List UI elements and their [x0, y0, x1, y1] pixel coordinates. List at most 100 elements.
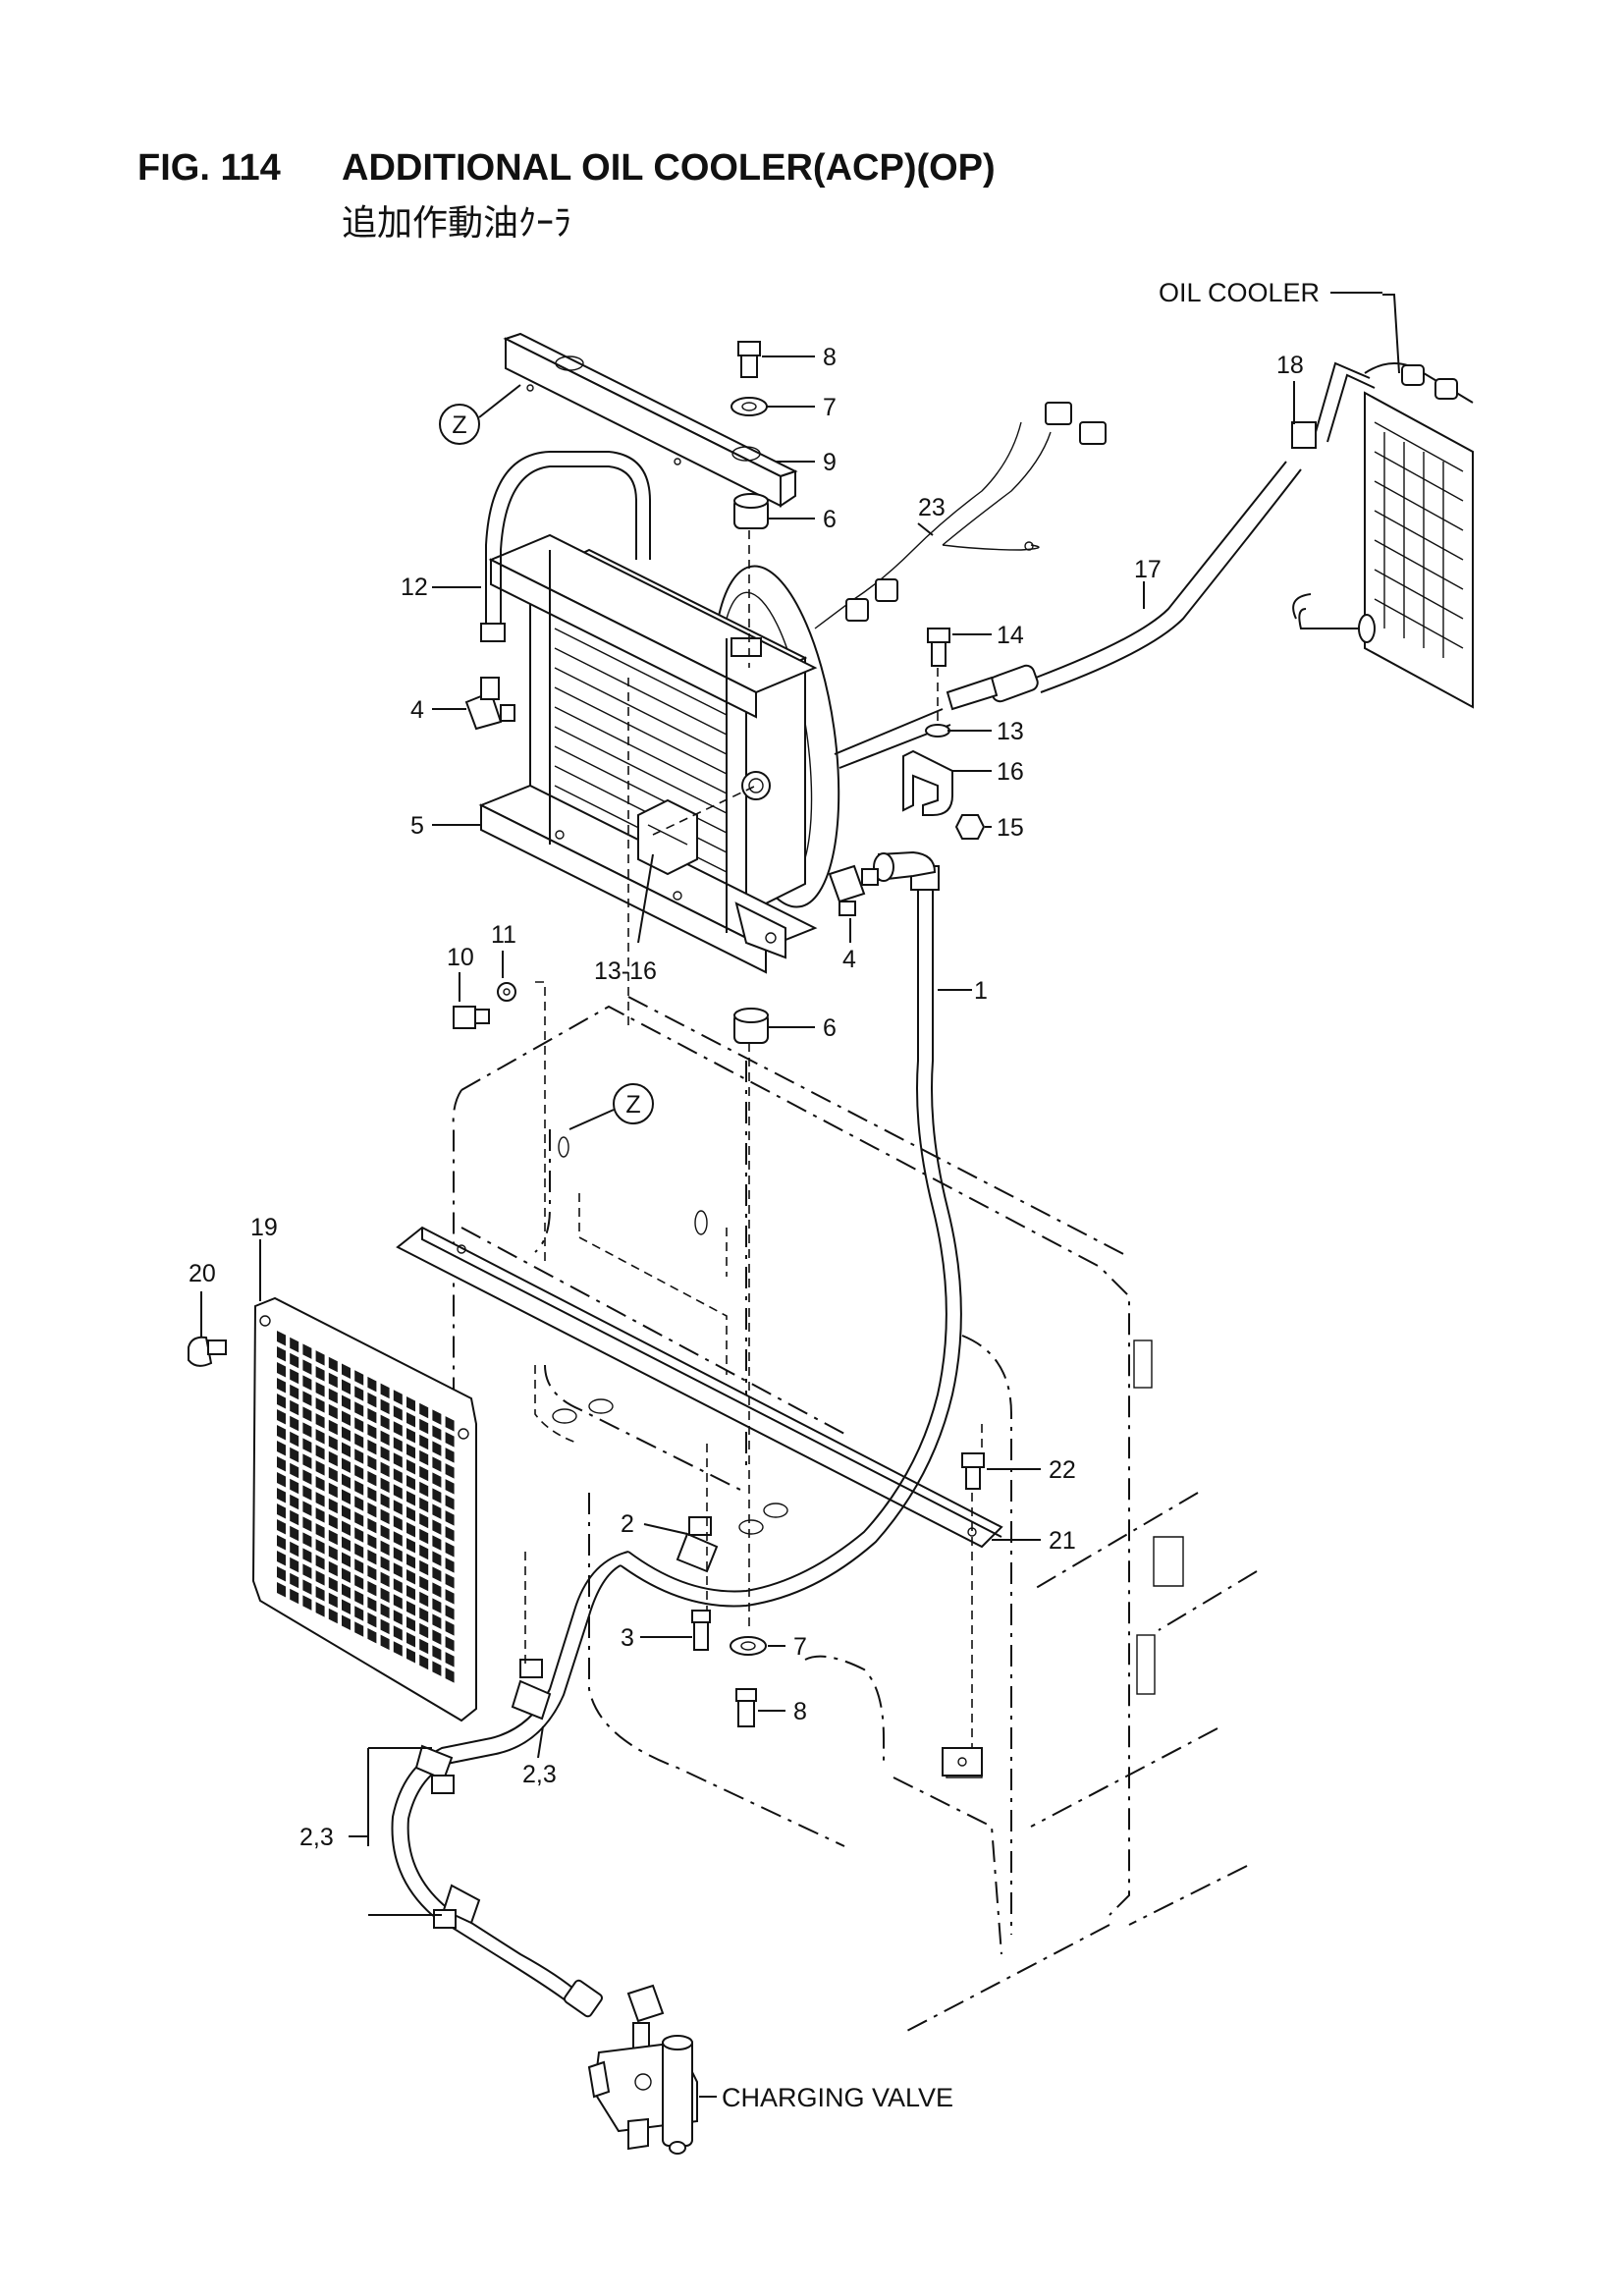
grille-cell: [354, 1496, 364, 1511]
grille-cell: [328, 1513, 338, 1530]
callout-17: 17: [1134, 556, 1162, 583]
callout-19: 19: [250, 1214, 278, 1241]
grille-cell: [406, 1632, 415, 1648]
grille-cell: [290, 1494, 299, 1510]
grille-cell: [354, 1386, 364, 1401]
grille-cell: [393, 1578, 403, 1594]
grille-cell: [354, 1511, 364, 1527]
callout-6-bottom: 6: [823, 1014, 837, 1042]
grille-cell: [315, 1492, 325, 1507]
oil-cooler-annotation: OIL COOLER: [1159, 278, 1320, 307]
grille-cell: [406, 1412, 415, 1428]
grille-cell: [367, 1549, 377, 1565]
grille-cell: [419, 1528, 429, 1545]
grille-cell: [393, 1484, 403, 1500]
grille-cell: [380, 1430, 390, 1447]
grille-cell: [432, 1472, 442, 1488]
grille-cell: [406, 1616, 415, 1632]
grille-cell: [380, 1446, 390, 1462]
grille-cell: [367, 1502, 377, 1518]
leader-lines: [200, 292, 1382, 2098]
grille-cell: [315, 1523, 325, 1539]
grille-cell: [432, 1441, 442, 1456]
grille-cell: [406, 1601, 415, 1616]
grille-cell: [315, 1350, 325, 1366]
grille-cell: [367, 1423, 377, 1440]
bolt-8-top: [737, 341, 761, 356]
grille-cell: [406, 1569, 415, 1585]
callout-7-top: 7: [823, 394, 837, 421]
grille-cell: [328, 1356, 338, 1373]
grille-cell: [290, 1368, 299, 1385]
grille-cell: [277, 1456, 286, 1472]
grille-cell: [367, 1627, 377, 1644]
callout-7-bottom: 7: [793, 1633, 807, 1661]
grille-cell: [380, 1540, 390, 1557]
grille-cell: [393, 1452, 403, 1468]
grille-cell: [406, 1585, 415, 1601]
callout-10: 10: [447, 944, 474, 971]
grille-cell: [354, 1417, 364, 1433]
grille-cell: [302, 1563, 312, 1579]
grille-cell: [432, 1613, 442, 1629]
grille-cell: [445, 1620, 455, 1636]
grille-cell: [328, 1403, 338, 1420]
callout-15: 15: [997, 814, 1024, 842]
oil-cooler-label: OIL COOLER: [1159, 278, 1320, 307]
grille-cell: [315, 1507, 325, 1523]
grille-cell: [302, 1438, 312, 1453]
grille-cell: [354, 1574, 364, 1590]
grille-cell: [432, 1488, 442, 1503]
grille-cell: [432, 1566, 442, 1582]
grille-cell: [328, 1466, 338, 1483]
svg-text:Z: Z: [625, 1091, 640, 1119]
grille-cell: [342, 1599, 351, 1614]
grille-cell: [302, 1501, 312, 1516]
grille-cell: [445, 1526, 455, 1542]
grille-cell: [419, 1465, 429, 1482]
grille-cell: [277, 1394, 286, 1409]
grille-cell: [380, 1508, 390, 1525]
grille-cell: [342, 1567, 351, 1583]
grille-cell: [380, 1524, 390, 1541]
grille-cell: [328, 1576, 338, 1593]
grille-cell: [277, 1346, 286, 1362]
grille-cell: [315, 1476, 325, 1492]
view-marker-bottom: Z: [568, 1083, 654, 1130]
grille-cell: [445, 1495, 455, 1510]
grille-cell: [432, 1645, 442, 1661]
grille-cell: [354, 1606, 364, 1621]
grille-cell: [290, 1509, 299, 1526]
figure-subtitle: 追加作動油ｸｰﾗ: [342, 203, 572, 244]
callout-18: 18: [1276, 352, 1304, 379]
grille-cell: [393, 1562, 403, 1578]
grille-cell: [380, 1603, 390, 1619]
grille-cell: [445, 1463, 455, 1479]
grille-cell: [432, 1409, 442, 1425]
grille-cell: [342, 1457, 351, 1473]
grille-cell: [290, 1384, 299, 1400]
grille-cell: [354, 1480, 364, 1496]
grille-cell: [419, 1607, 429, 1623]
grille-cell: [277, 1503, 286, 1519]
grille-cell: [393, 1625, 403, 1641]
grille-cell: [445, 1479, 455, 1495]
grille-cell: [419, 1591, 429, 1608]
grille-cell: [354, 1543, 364, 1558]
grille-cell: [419, 1575, 429, 1592]
grille-cell: [380, 1634, 390, 1651]
grille-cell: [445, 1510, 455, 1526]
support-bar-21: [396, 1226, 1003, 1549]
grille-cell: [432, 1598, 442, 1613]
grille-cell: [393, 1610, 403, 1625]
callout-20: 20: [189, 1260, 216, 1287]
grille-cell: [290, 1557, 299, 1573]
grille-cell: [380, 1461, 390, 1478]
grille-cell: [302, 1359, 312, 1375]
grille-cell: [328, 1608, 338, 1624]
callout-2-3-lower: 2,3: [299, 1824, 334, 1851]
grille-cell: [354, 1370, 364, 1386]
small-parts: [188, 341, 986, 1777]
grille-cell: [432, 1456, 442, 1472]
grille-cell: [290, 1415, 299, 1432]
